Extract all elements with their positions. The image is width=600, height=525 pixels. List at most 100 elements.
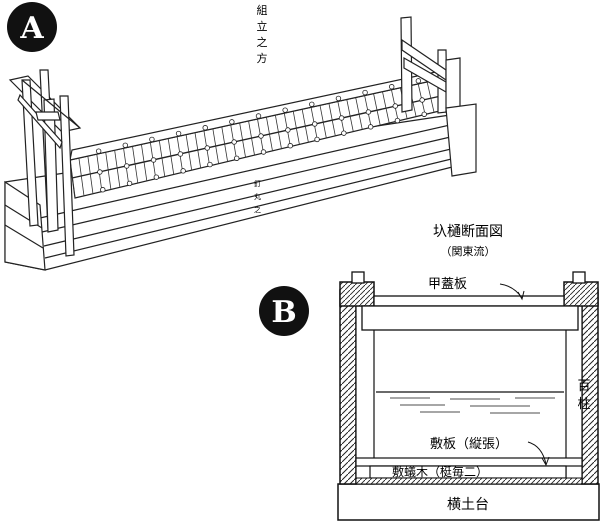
nail-head — [231, 139, 237, 145]
cover-slat — [141, 144, 148, 181]
left-top-cap — [339, 281, 375, 307]
left-tenon — [351, 271, 365, 284]
cover-slat — [167, 138, 175, 175]
nail-head — [204, 145, 210, 151]
cover-board — [373, 295, 565, 307]
cover-slat — [274, 115, 282, 149]
cover-slat — [426, 81, 435, 113]
vertical-caption-char-1: 組 — [257, 4, 268, 17]
nail-head — [258, 133, 264, 139]
right-post — [565, 304, 583, 485]
badge-a: A — [7, 2, 57, 52]
nail-head — [207, 161, 213, 168]
cover-slat — [78, 157, 85, 196]
nail-head — [367, 124, 374, 130]
right-top-cap — [563, 281, 599, 307]
nail-head — [234, 155, 240, 161]
cover-slat — [185, 134, 193, 171]
left-post — [355, 304, 375, 485]
cover-slat — [328, 103, 336, 136]
part-label-2: 丸 — [254, 192, 261, 201]
cover-slat — [158, 140, 166, 177]
nail-head — [177, 151, 184, 157]
nail-head — [341, 130, 347, 136]
nail-head — [229, 119, 235, 125]
part-label-3: 之 — [254, 205, 261, 214]
badge-b-letter: B — [271, 295, 296, 330]
nail-head — [126, 180, 133, 187]
section-subtitle: （関東流） — [441, 244, 496, 258]
cover-slat — [355, 97, 363, 130]
nail-head — [312, 121, 318, 127]
cover-slat — [319, 105, 327, 139]
nail-head — [419, 97, 425, 103]
nail-head — [287, 143, 293, 149]
nail-head — [415, 78, 422, 84]
floor-board-leader — [527, 441, 547, 465]
nail-head — [260, 149, 267, 155]
cover-slat — [105, 152, 112, 190]
cover-slat — [248, 120, 255, 156]
floor-hatch — [355, 477, 583, 485]
sill-label: 敷蟻木（梃毎二） — [392, 464, 488, 479]
base-label: 横土台 — [447, 497, 489, 513]
nail-head — [362, 89, 368, 96]
nail-head — [122, 142, 128, 148]
post-label-char-1: 百 — [577, 379, 590, 394]
nail-head — [95, 148, 102, 154]
nail-head — [100, 187, 106, 193]
left-wall — [339, 289, 357, 485]
badge-a-letter: A — [19, 11, 44, 46]
part-labels: 釘 丸 之 — [254, 179, 261, 214]
cover-slat — [221, 126, 228, 162]
cover-board-label: 甲蓋板 — [428, 277, 467, 292]
figure-b: 圦樋断面図 （関東流） B 横土台 — [259, 224, 600, 521]
nail-head — [150, 157, 157, 163]
cover-slat — [292, 111, 300, 145]
nail-head — [338, 115, 345, 121]
right-end-posts — [400, 16, 477, 177]
nail-head — [389, 84, 395, 90]
part-label-1: 釘 — [254, 179, 261, 188]
left-end-posts — [8, 69, 82, 257]
cover-beam — [361, 305, 579, 331]
nail-head — [335, 95, 342, 102]
nail-head — [394, 117, 401, 124]
cover-slat — [266, 116, 273, 151]
cover-slat — [346, 99, 354, 132]
nail-heads — [95, 78, 427, 193]
nail-head — [175, 130, 182, 137]
nail-head — [282, 107, 288, 113]
badge-b: B — [259, 286, 309, 336]
post-label-char-2: 柱 — [577, 397, 590, 412]
nail-head — [97, 169, 103, 175]
vertical-caption-char-3: 之 — [257, 35, 268, 49]
nail-head — [285, 127, 291, 133]
cover-board-arrow-icon — [517, 290, 525, 301]
nail-head — [153, 174, 160, 180]
nail-head — [392, 103, 398, 109]
cover-slat — [301, 109, 309, 143]
vertical-caption-char-2: 立 — [257, 19, 268, 33]
nail-head — [255, 113, 262, 119]
nail-head — [309, 101, 315, 107]
cover-slat — [382, 91, 390, 124]
cover-slat — [87, 156, 94, 194]
floor-board-label: 敷板（縦張） — [430, 437, 508, 452]
cover-slat — [114, 150, 121, 188]
vertical-caption: 組 立 之 方 — [257, 4, 268, 65]
water-surface — [376, 391, 564, 414]
nail-head — [365, 109, 372, 115]
nail-head — [421, 111, 427, 117]
right-tenon — [572, 271, 586, 284]
figure-a: A 組 立 之 方 — [4, 2, 477, 271]
cover-slat — [373, 93, 381, 126]
vertical-caption-char-4: 方 — [257, 51, 268, 65]
section-title: 圦樋断面図 — [433, 224, 503, 240]
nail-head — [149, 136, 155, 143]
nail-head — [180, 168, 186, 174]
floor-board-arrow-icon — [541, 456, 550, 467]
nail-head — [124, 163, 130, 169]
cover-slat — [239, 122, 246, 158]
nail-head — [314, 136, 320, 143]
